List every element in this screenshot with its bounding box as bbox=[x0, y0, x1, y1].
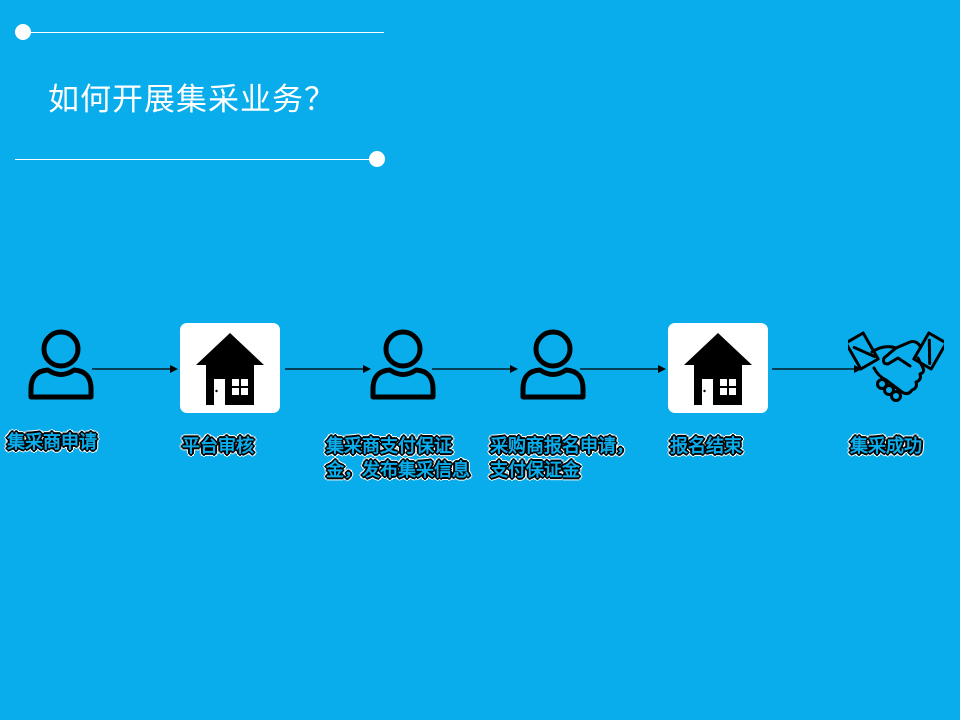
page-title: 如何开展集采业务？ bbox=[48, 82, 336, 118]
house-icon bbox=[180, 323, 280, 413]
flow-arrow-5 bbox=[772, 365, 862, 373]
user-icon bbox=[28, 329, 94, 400]
house-icon bbox=[668, 323, 768, 413]
step-label-6: 集采成功 bbox=[850, 436, 922, 457]
step-label-1: 集采商申请 bbox=[7, 432, 97, 453]
step-label-3: 集采商支付保证金，发布集采信息 bbox=[326, 436, 470, 481]
top-decor-line bbox=[22, 32, 384, 33]
bottom-decor-dot bbox=[369, 151, 385, 167]
flow-arrow-2 bbox=[285, 365, 371, 373]
step-label-4: 采购商报名申请，支付保证金 bbox=[490, 436, 634, 481]
user-icon bbox=[520, 329, 586, 400]
handshake-icon bbox=[848, 331, 944, 402]
bottom-decor-line bbox=[15, 159, 377, 160]
flow-arrow-4 bbox=[580, 365, 666, 373]
flow-arrow-1 bbox=[92, 365, 178, 373]
step-label-2: 平台审核 bbox=[182, 436, 254, 457]
flow-arrow-3 bbox=[432, 365, 518, 373]
user-icon bbox=[370, 329, 436, 400]
step-label-5: 报名结束 bbox=[670, 436, 742, 457]
